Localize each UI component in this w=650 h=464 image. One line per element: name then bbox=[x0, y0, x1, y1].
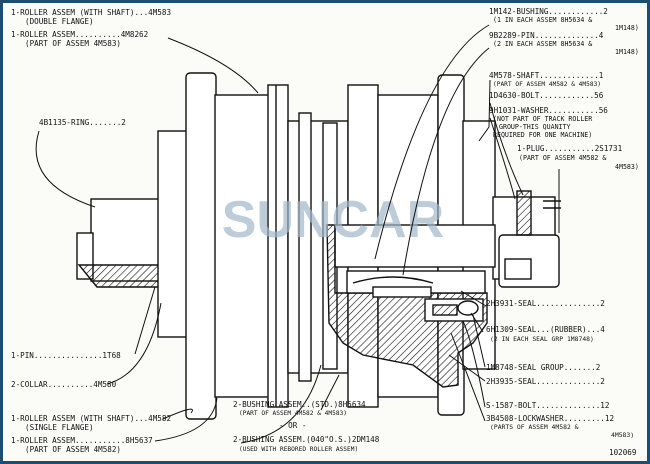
label-roller-double: 1-ROLLER ASSEM (WITH SHAFT)...4M583 bbox=[11, 8, 171, 17]
label-bushing-std-sub: (PART OF ASSEM 4M582 & 4M583) bbox=[239, 410, 347, 417]
figure-number: 102069 bbox=[609, 448, 637, 457]
label-pin9b: 9B2289-PIN..............4 bbox=[489, 31, 604, 40]
label-bolt-s1587: S-1587-BOLT..............12 bbox=[486, 401, 609, 410]
label-roller-part: 1-ROLLER ASSEM..........4M8262 bbox=[11, 30, 148, 39]
label-roller-single-sub: (SINGLE FLANGE) bbox=[25, 423, 94, 432]
label-roller-part-sub: (PART OF ASSEM 4M583) bbox=[25, 39, 121, 48]
label-roller-part2-sub: (PART OF ASSEM 4M582) bbox=[25, 445, 121, 454]
label-washer-sub: (NOT PART OF TRACK ROLLER bbox=[493, 115, 592, 123]
label-bushing-040-sub: (USED WITH REBORED ROLLER ASSEM) bbox=[239, 446, 358, 453]
label-bolt: 1D4630-BOLT............56 bbox=[489, 91, 604, 100]
label-bushing-040: 2-BUSHING ASSEM.(040"O.S.)2DM148 bbox=[233, 435, 380, 444]
label-seal-2h3935: 2H3935-SEAL..............2 bbox=[486, 377, 605, 386]
label-roller-part2: 1-ROLLER ASSEM...........8H5637 bbox=[11, 436, 153, 445]
roller-drawing bbox=[76, 72, 561, 420]
label-pin9b-sub: (2 IN EACH ASSEM 8H5634 & bbox=[493, 40, 592, 48]
label-shaft-sub: (PART OF ASSEM 4M582 & 4M583) bbox=[493, 81, 601, 88]
label-washer-sub2: GROUP-THIS QUANITY bbox=[499, 123, 570, 131]
label-seal-group: 1M8748-SEAL GROUP.......2 bbox=[486, 363, 600, 372]
label-lockwasher-sub: (PARTS OF ASSEM 4M582 & bbox=[490, 423, 579, 431]
label-pin9b-sub2: 1M148) bbox=[615, 48, 639, 56]
label-plug-sub2: 4M583) bbox=[615, 163, 639, 171]
label-im142-sub2: 1M148) bbox=[615, 24, 639, 32]
label-roller-double-sub: (DOUBLE FLANGE) bbox=[25, 17, 94, 26]
watermark-text: SUNCAR bbox=[222, 191, 444, 249]
label-bushing-or: - OR - bbox=[279, 421, 306, 430]
label-seal-6h1309: 6H1309-SEAL...(RUBBER)...4 bbox=[486, 325, 605, 334]
label-pin: 1-PIN...............1T68 bbox=[11, 351, 121, 360]
label-bushing-std: 2-BUSHING ASSEM..(STD.)8H5634 bbox=[233, 400, 366, 409]
label-washer-sub3: REQUIRED FOR ONE MACHINE) bbox=[493, 131, 592, 139]
label-im142: 1M142-BUSHING............2 bbox=[489, 7, 608, 16]
label-seal-2h3931: 2H3931-SEAL..............2 bbox=[486, 299, 605, 308]
label-collar: 2-COLLAR..........4M580 bbox=[11, 380, 117, 389]
label-shaft: 4M578-SHAFT.............1 bbox=[489, 71, 604, 80]
label-roller-single: 1-ROLLER ASSEM (WITH SHAFT)...4M582 bbox=[11, 414, 171, 423]
label-washer: 9H1031-WASHER...........56 bbox=[489, 106, 608, 115]
track-roller-diagram: SUNCAR 1-ROLLER ASSEM (WITH SHAFT)...4M5… bbox=[11, 7, 639, 457]
label-lockwasher: 3B4508-LOCKWASHER.........12 bbox=[486, 414, 614, 423]
leader-lines bbox=[35, 24, 560, 444]
label-ring: 4B1135-RING.......2 bbox=[39, 118, 126, 127]
label-seal-6h1309-sub: (2 IN EACH SEAL GRP 1M8748) bbox=[490, 335, 594, 343]
label-lockwasher-sub2: 4M583) bbox=[611, 431, 634, 439]
label-plug-sub: (PART OF ASSEM 4M582 & bbox=[519, 154, 606, 162]
label-plug: 1-PLUG...........2S1731 bbox=[517, 144, 623, 153]
label-im142-sub: (1 IN EACH ASSEM 8H5634 & bbox=[493, 16, 592, 24]
